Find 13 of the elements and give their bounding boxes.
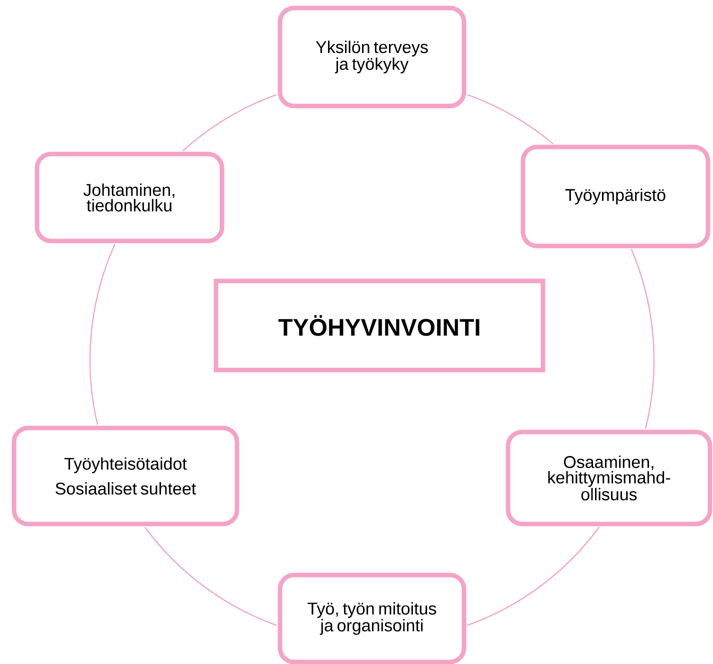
connector-arc [182,94,277,152]
topic-box: Työyhteisötaidot Sosiaaliset suhteet [12,426,240,526]
topic-box: Yksilön terveys ja työkyky [278,6,466,108]
title-box: TYÖHYVINVOINTI [214,278,546,372]
connector-arc [466,526,600,626]
connector-arc [144,526,277,626]
connector-arc [467,94,554,144]
topic-box: Osaaminen, kehittymismahd-ollisuus [506,430,712,526]
connector-arc [89,244,116,425]
topic-box: Johtaminen, tiedonkulku [34,152,224,244]
topic-box: Työympäristö [520,144,710,248]
topic-box: Työ, työn mitoitus ja organisointi [278,572,466,664]
connector-arc [630,248,654,429]
